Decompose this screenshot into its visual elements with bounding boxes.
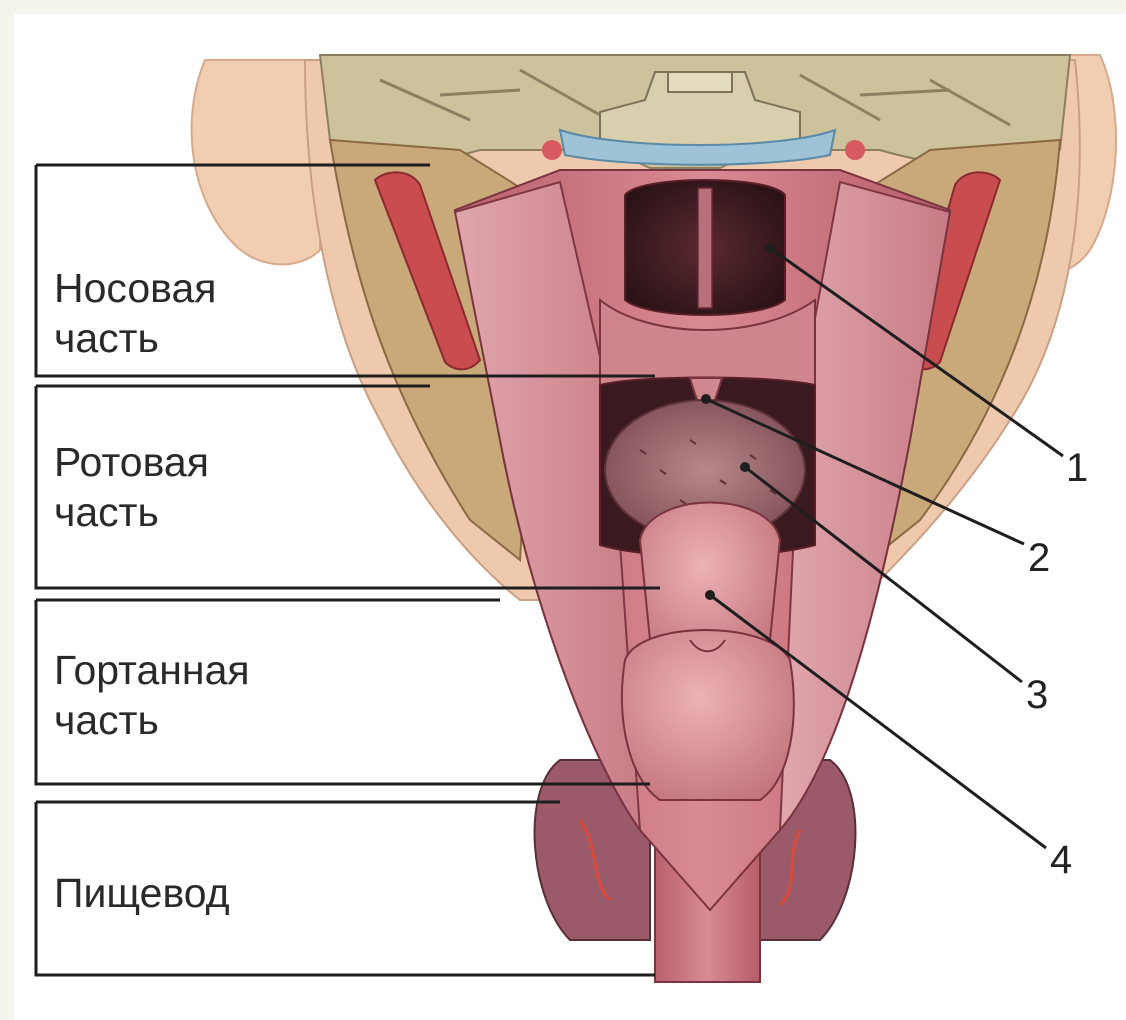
callout-number-4: 4 [1050,840,1072,880]
callout-dot-1 [765,243,775,253]
callout-number-3: 3 [1026,675,1048,715]
region-label-nasal: Носовая часть [54,263,217,363]
callout-number-2: 2 [1028,538,1050,578]
callout-dot-3 [740,462,750,472]
region-label-laryngeal: Гортанная часть [54,645,250,745]
callout-dot-4 [705,590,715,600]
callout-number-1: 1 [1066,448,1088,488]
region-label-oral: Ротовая часть [54,437,209,537]
region-label-esophagus: Пищевод [54,868,230,918]
left-ear [192,60,320,264]
larynx-bulge [622,630,794,800]
callout-dot-2 [701,394,711,404]
